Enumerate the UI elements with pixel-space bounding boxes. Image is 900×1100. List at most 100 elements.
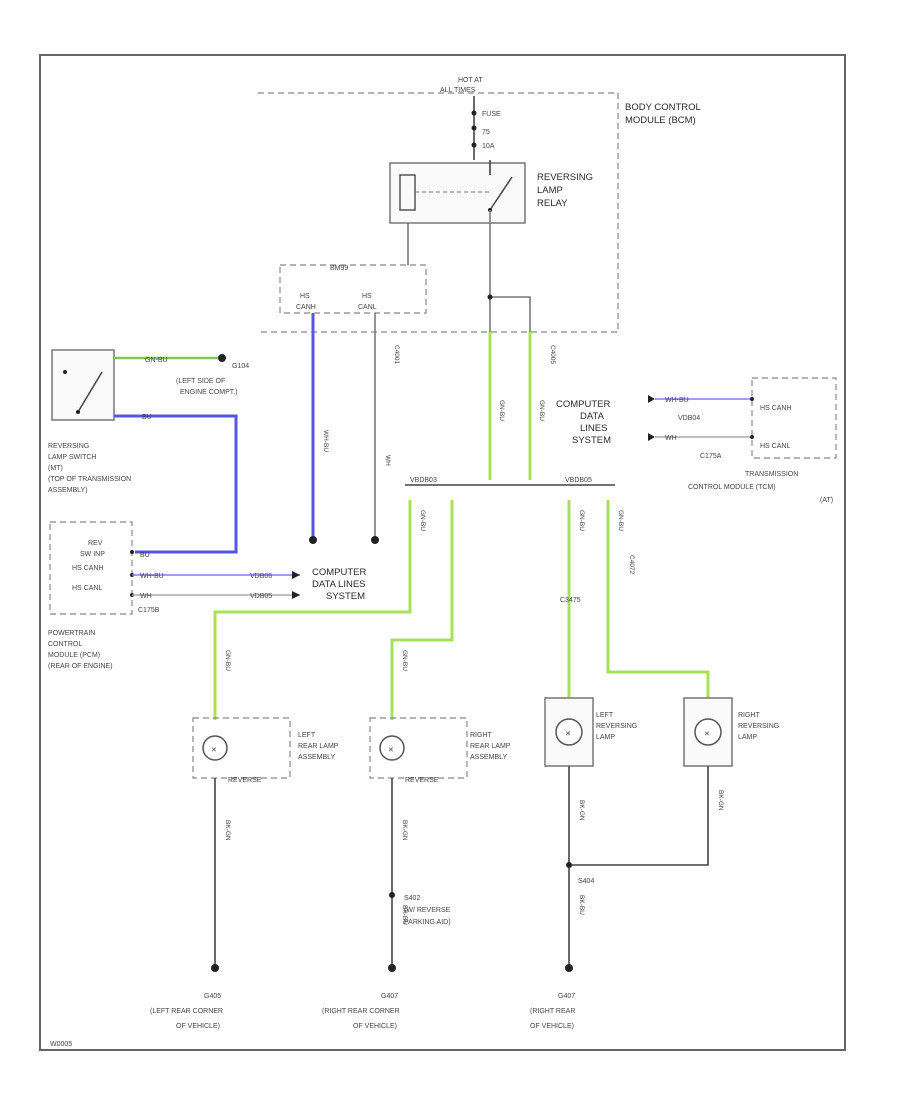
relay-switch-contact-icon: [489, 176, 513, 211]
cdl-right-arrow-1-icon: [648, 395, 655, 403]
pcm-connector-id: C175B: [138, 607, 160, 614]
splice-s404-dot: [566, 862, 572, 868]
ground-3-line2: OF VEHICLE): [530, 1023, 574, 1030]
right-reversing-bulb-glyph: ✕: [704, 731, 710, 738]
ground-top-terminal: [218, 354, 226, 362]
lamp1-tag: REVERSE: [228, 777, 262, 784]
hot-at-label: HOT AT: [458, 77, 483, 84]
tcm-wire1-code: WH-BU: [665, 397, 689, 404]
right-rear-bulb-icon: [379, 735, 405, 761]
tcm-connector-id: C175A: [700, 453, 722, 460]
tcm-label-2: CONTROL MODULE (TCM): [688, 484, 776, 491]
splice-right-id: VBDB05: [565, 477, 592, 484]
pcm-label-3: MODULE (PCM): [48, 652, 100, 659]
parking-aid-id: S402: [404, 895, 420, 902]
switch-signal-wire: [114, 414, 238, 554]
switch-label-4: (TOP OF TRANSMISSION: [48, 476, 131, 483]
ground-1-id: G405: [204, 993, 221, 1000]
left-rearlamp-feed: [213, 500, 412, 720]
bcm-canh-wire-code: WH-BU: [322, 430, 329, 452]
ground-top-id: G104: [232, 363, 249, 370]
tcm-pin1-dot: [750, 397, 754, 401]
pcm-label-1: POWERTRAIN: [48, 630, 95, 637]
tcm-pin2-dot: [750, 435, 754, 439]
right-rear-bulb-glyph: ✕: [388, 747, 394, 754]
cdl-right-label-3: LINES: [580, 423, 607, 434]
cdl-right-label-4: SYSTEM: [572, 435, 611, 446]
right-rear-lamp-assembly: [369, 717, 468, 779]
left-rear-bulb-glyph: ✕: [211, 747, 217, 754]
switch-label-1: REVERSING: [48, 443, 89, 450]
feed-1b-wire-code: GN-BU: [224, 650, 231, 671]
lamp4-label-2: REVERSING: [738, 723, 779, 730]
relay-wire-code-1: GN-BU: [498, 400, 505, 421]
feed-3-wire-code: GN-BU: [578, 510, 585, 531]
splice-left-id: VBDB03: [410, 477, 437, 484]
bcm-pin2: HS: [362, 293, 372, 300]
ground-2-line2: OF VEHICLE): [353, 1023, 397, 1030]
gnd-4-wire-code: BK-GN: [717, 790, 724, 811]
lamp3-label-3: LAMP: [596, 734, 615, 741]
lamp3-label-2: REVERSING: [596, 723, 637, 730]
fuse-amperage: 10A: [482, 143, 495, 150]
pcm-wire2-code: WH-BU: [140, 573, 164, 580]
right-reversing-ground-wire: [569, 766, 709, 866]
splice-s402-dot: [389, 892, 395, 898]
pcm-label-4: (REAR OF ENGINE): [48, 663, 113, 670]
switch-contact-dot-bottom: [76, 410, 80, 414]
feed-4-conn: C4072: [628, 555, 635, 575]
relay-wire-code-2: GN-BU: [538, 400, 545, 421]
lamp2-label-1: RIGHT: [470, 732, 493, 739]
reversing-lamp-switch: [51, 349, 115, 421]
cdl-left-label-2: DATA LINES: [312, 579, 366, 590]
bcm-pin1: HS: [300, 293, 310, 300]
tcm-label-3: (AT): [820, 497, 833, 504]
cdl-left-conn1: VDB06: [250, 573, 272, 580]
gnd-1-wire-code: BK-GN: [224, 820, 231, 841]
fuse-dot-mid: [471, 125, 477, 131]
ground-2-id: G407: [381, 993, 398, 1000]
lamp3-label-1: LEFT: [596, 712, 614, 719]
tcm-label-1: TRANSMISSION: [745, 471, 798, 478]
cdl-left-conn2: VDB05: [250, 593, 272, 600]
left-reversing-bulb-glyph: ✕: [565, 731, 571, 738]
splice-bottom-id: S404: [578, 878, 594, 885]
splice-conn-c: C3475: [560, 597, 581, 604]
gnd-3-wire-code: BK-GN: [578, 800, 585, 821]
lamp1-label-2: REAR LAMP: [298, 743, 339, 750]
fuse-dot-top: [471, 110, 477, 116]
tcm-pin2: HS CANL: [760, 443, 790, 450]
ground-3-line1: (RIGHT REAR: [530, 1008, 575, 1015]
pcm-pin3: HS CANL: [72, 585, 102, 592]
ground-g407b-terminal: [565, 964, 573, 972]
right-rearlamp-feed: [390, 500, 454, 720]
fuse-label: FUSE: [482, 111, 501, 118]
reversing-lamp-relay: [389, 162, 526, 224]
pcm-label-2: CONTROL: [48, 641, 82, 648]
switch-label-5: ASSEMBLY): [48, 487, 88, 494]
parking-aid-1: (W/ REVERSE: [404, 907, 451, 914]
cdl-arrow-2-icon: [292, 591, 300, 599]
bcm-boundary: [258, 92, 619, 333]
lamp1-label-3: ASSEMBLY: [298, 754, 336, 761]
right-reversing-bulb-icon: [694, 718, 722, 746]
bcm-connector-box: [279, 264, 427, 314]
ground-3-id: G407: [558, 993, 575, 1000]
ground-1-line1: (LEFT REAR CORNER: [150, 1008, 223, 1015]
cdl-left-label-3: SYSTEM: [326, 591, 365, 602]
lamp4-label-3: LAMP: [738, 734, 757, 741]
ground-g407a-terminal: [388, 964, 396, 972]
lamp2-tag: REVERSE: [405, 777, 439, 784]
switch-wire-code: BU: [142, 414, 152, 421]
lamp2-label-2: REAR LAMP: [470, 743, 511, 750]
relay-output-junction: [487, 294, 493, 300]
ground-g405-terminal: [211, 964, 219, 972]
pcm-pin1: REV: [88, 540, 103, 547]
bcm-pin2b: CANL: [358, 304, 377, 311]
bcm-canl-wire-code: WH: [384, 455, 391, 466]
diagram-frame: [39, 54, 846, 1051]
gnd-3b-wire-code: BK-BU: [578, 895, 585, 915]
feed-1-wire-code: GN-BU: [419, 510, 426, 531]
bcm-wire-conn-left: C4001: [393, 345, 400, 365]
